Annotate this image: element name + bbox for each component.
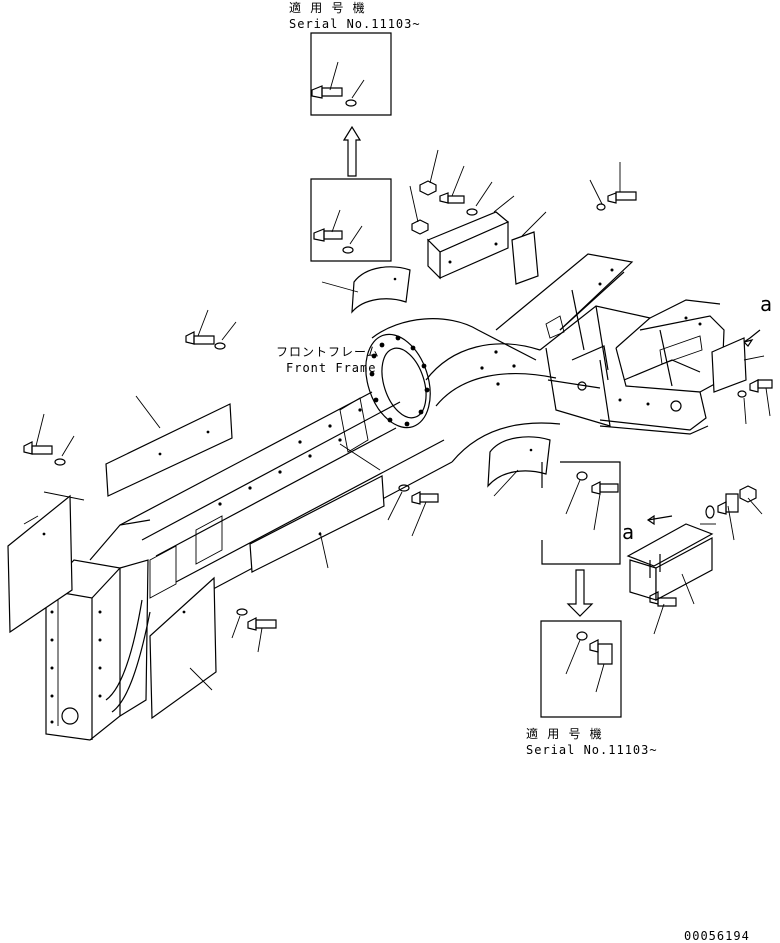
top-serial-detail-box: [311, 33, 391, 115]
left-upper-bolt: [186, 310, 236, 349]
view-ref-right-label: a: [760, 292, 773, 316]
bottom-serial-detail-box: [541, 621, 621, 717]
front-frame: [90, 319, 560, 598]
serial-bottom-label: Serial No.11103~: [526, 743, 658, 757]
curved-cover-upper: [322, 267, 410, 312]
front-frame-label: Front Frame: [286, 361, 377, 375]
drawing-number: 00056194: [684, 929, 750, 943]
center-long-cover: [250, 476, 384, 572]
upper-right-fastener: [590, 162, 636, 210]
right-standard-detail-box: [542, 462, 620, 564]
nut-icon: [420, 181, 436, 195]
serial-bottom-jp-label: 適 用 号 機: [526, 727, 603, 741]
top-standard-detail-box: [311, 179, 391, 261]
center-bolt: [340, 444, 438, 536]
curved-cover-lower: [488, 437, 550, 496]
front-frame-jp-label: フロントフレーム: [276, 345, 380, 359]
lower-left-bolt: [232, 609, 276, 652]
far-left-bolt: [24, 414, 84, 500]
view-ref-detail-label: a: [622, 520, 635, 544]
serial-top-jp-label: 適 用 号 機: [289, 1, 366, 15]
lower-left-cover: [150, 578, 216, 718]
bolt-icon: [312, 86, 342, 98]
far-left-cover: [8, 496, 72, 632]
small-bracket-plate: [512, 212, 546, 284]
washer-icon: [346, 100, 356, 106]
down-arrow-icon: [568, 570, 592, 616]
front-end-box: [46, 560, 150, 740]
left-upper-cover: [106, 396, 232, 496]
right-plate-assembly: [628, 516, 716, 634]
right-fastener-stack: [706, 486, 762, 540]
serial-top-label: Serial No.11103~: [289, 17, 421, 31]
up-arrow-icon: [344, 127, 360, 176]
view-a-bracket: [712, 330, 772, 424]
rear-frame-section: [496, 254, 724, 434]
upper-fastener-group: [410, 150, 514, 278]
